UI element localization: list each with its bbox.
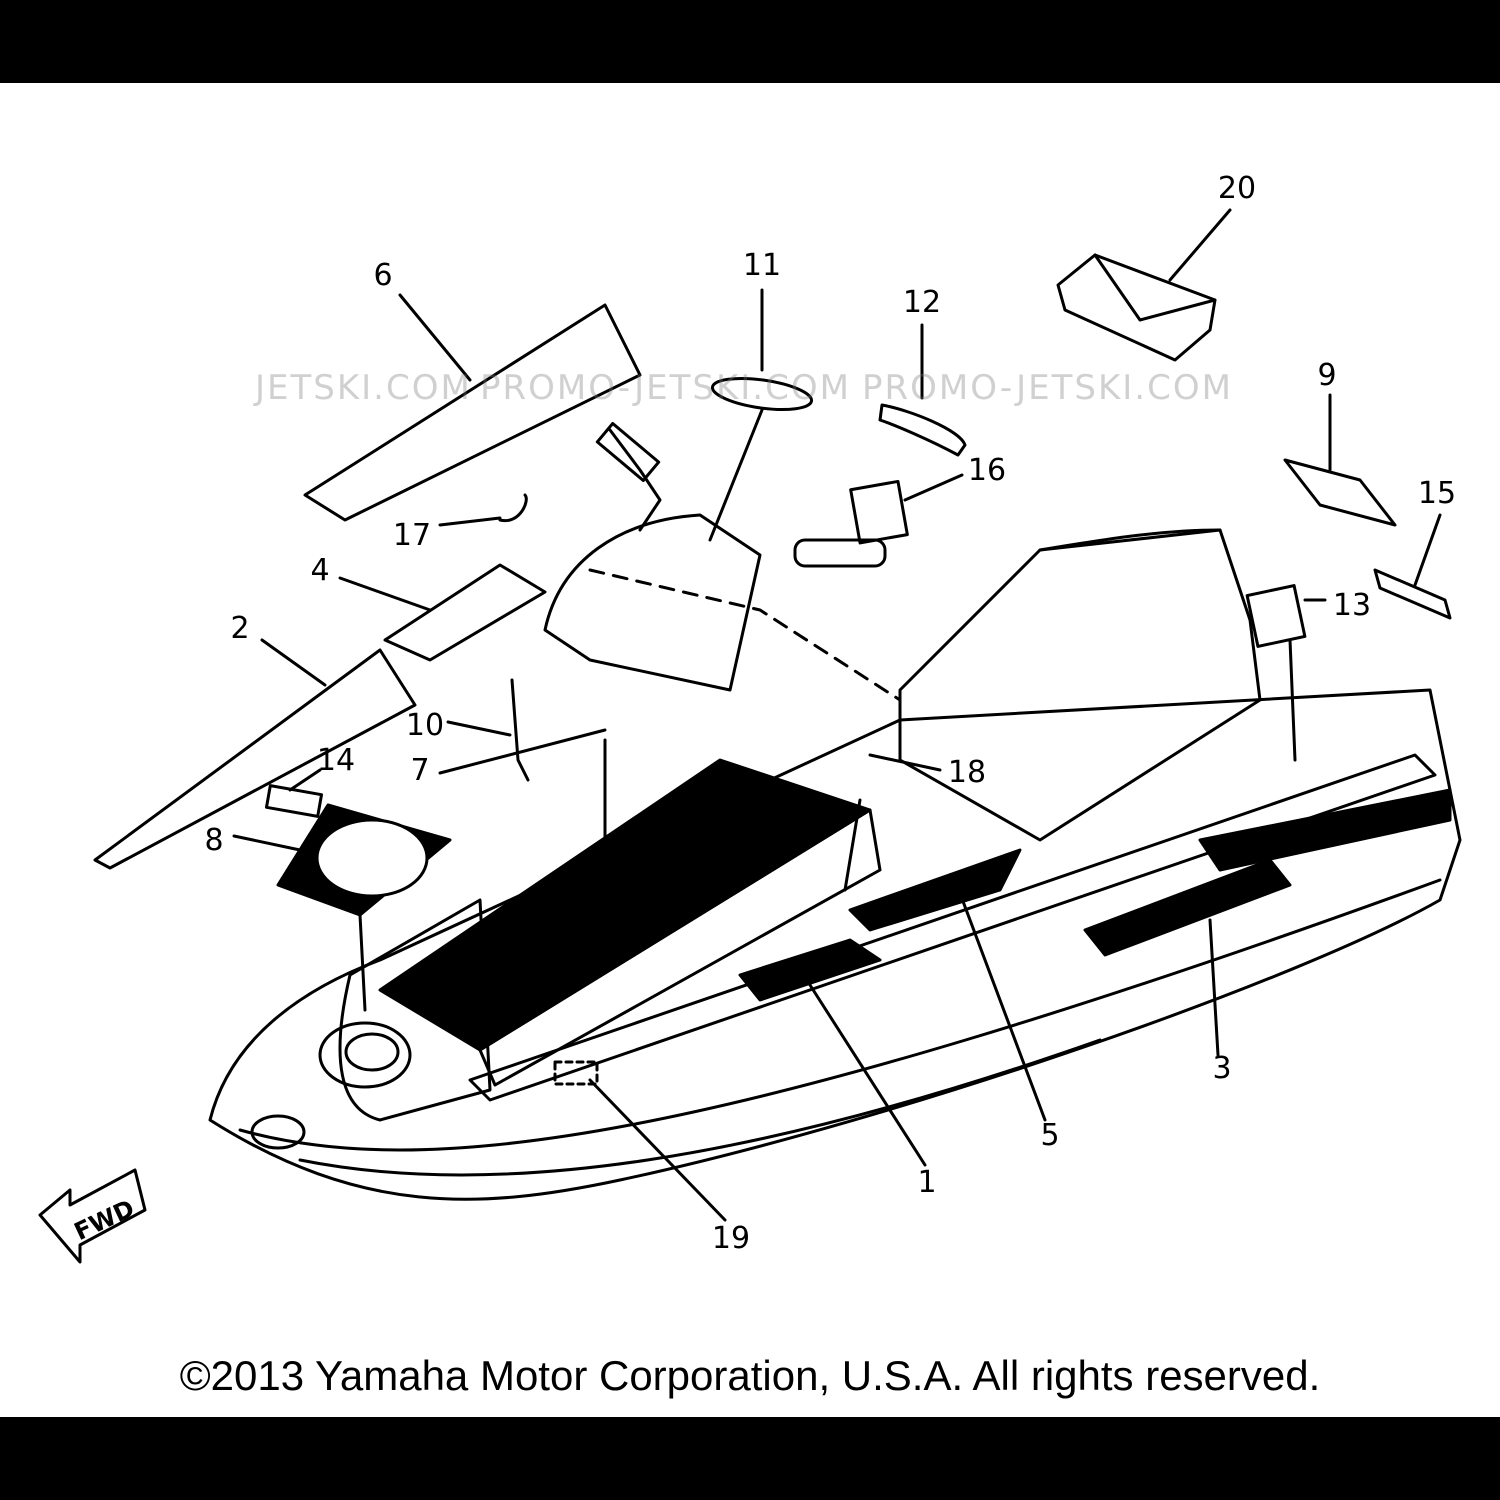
callout-18: 18 (948, 755, 986, 790)
leader-8b (358, 913, 367, 1012)
callout-6: 6 (373, 258, 392, 293)
leader-6 (398, 293, 472, 382)
fwd-arrow-icon (38, 1168, 147, 1264)
callout-8: 8 (204, 823, 223, 858)
callout-1: 1 (917, 1165, 936, 1200)
callout-10: 10 (406, 708, 444, 743)
item-19-plate (553, 1060, 599, 1086)
callout-15: 15 (1418, 476, 1456, 511)
handle-grip-left (595, 422, 661, 482)
callout-3: 3 (1212, 1051, 1231, 1086)
watermark-1: JETSKI.COM (255, 368, 472, 408)
leader-5 (953, 878, 1047, 1122)
bow-eye (250, 1114, 306, 1150)
callout-11: 11 (743, 248, 781, 283)
bottom-black-bar (0, 1417, 1500, 1500)
callout-16: 16 (968, 453, 1006, 488)
callout-4: 4 (310, 553, 329, 588)
leader-11b (708, 408, 764, 542)
handle-pole-stripe (588, 568, 902, 702)
leader-8 (232, 834, 302, 852)
callout-20: 20 (1218, 171, 1256, 206)
handle-pole (543, 513, 762, 692)
callout-5: 5 (1040, 1118, 1059, 1153)
item-17 (498, 493, 528, 523)
callout-13: 13 (1333, 588, 1371, 623)
callout-14: 14 (317, 743, 355, 778)
leader-7 (438, 728, 607, 775)
side-stripe-3 (1083, 858, 1292, 957)
leader-19 (588, 1078, 727, 1222)
decal-2 (93, 648, 417, 870)
leader-20 (1168, 208, 1232, 282)
decal-13 (1245, 584, 1307, 648)
engine-hood (898, 528, 1262, 842)
side-stripe-4 (1198, 788, 1452, 872)
leader-13b (1288, 638, 1297, 762)
leader-18b (843, 798, 862, 892)
bow-deck (338, 898, 492, 1122)
leader-3 (1208, 918, 1220, 1057)
copyright-notice: ©2013 Yamaha Motor Corporation, U.S.A. A… (179, 1352, 1321, 1399)
deck-mat (378, 758, 872, 1052)
decal-12 (878, 403, 967, 457)
leader-1 (808, 983, 927, 1167)
decal-15 (1373, 568, 1452, 620)
leader-15 (1413, 513, 1442, 587)
leader-10 (446, 720, 512, 737)
leader-14 (288, 768, 322, 792)
top-black-bar (0, 0, 1500, 83)
bow-hatch-cap (344, 1032, 400, 1072)
watermark-2: PROMO-JETSKI.COM (480, 368, 851, 408)
callout-2: 2 (230, 611, 249, 646)
decal-8-oval (315, 818, 429, 898)
callout-9: 9 (1317, 358, 1336, 393)
watermark-3: PROMO-JETSKI.COM (862, 368, 1233, 408)
callout-12: 12 (903, 285, 941, 320)
hull-chine (238, 878, 1442, 1152)
side-stripe-1 (738, 938, 882, 1002)
side-stripe-2 (848, 848, 1022, 932)
handle-grip-right (793, 538, 887, 568)
decal-11 (710, 376, 814, 412)
callout-7: 7 (410, 753, 429, 788)
fwd-label: FWD (70, 1194, 139, 1246)
leader-17 (438, 516, 502, 527)
callout-19: 19 (712, 1221, 750, 1256)
leader-16 (903, 473, 964, 502)
item-20-flap (1093, 253, 1217, 322)
jetski-graphics-diagram: 1 2 3 4 5 6 7 8 9 10 11 12 13 14 15 16 1… (38, 171, 1462, 1264)
handlebar-left (608, 428, 662, 532)
hull-keel (298, 1038, 1102, 1177)
decal-14 (264, 784, 324, 818)
decal-6 (303, 303, 642, 522)
callout-17: 17 (393, 518, 431, 553)
decal-9 (1283, 458, 1397, 527)
decal-16 (849, 479, 909, 545)
leader-18 (868, 753, 942, 772)
deck-mat-edge (478, 808, 882, 1087)
leader-2 (260, 638, 327, 687)
decal-4 (383, 563, 547, 662)
item-10 (510, 678, 530, 782)
bow-hatch (318, 1021, 412, 1089)
leader-4 (338, 576, 432, 612)
engine-hood-top (1038, 528, 1222, 552)
